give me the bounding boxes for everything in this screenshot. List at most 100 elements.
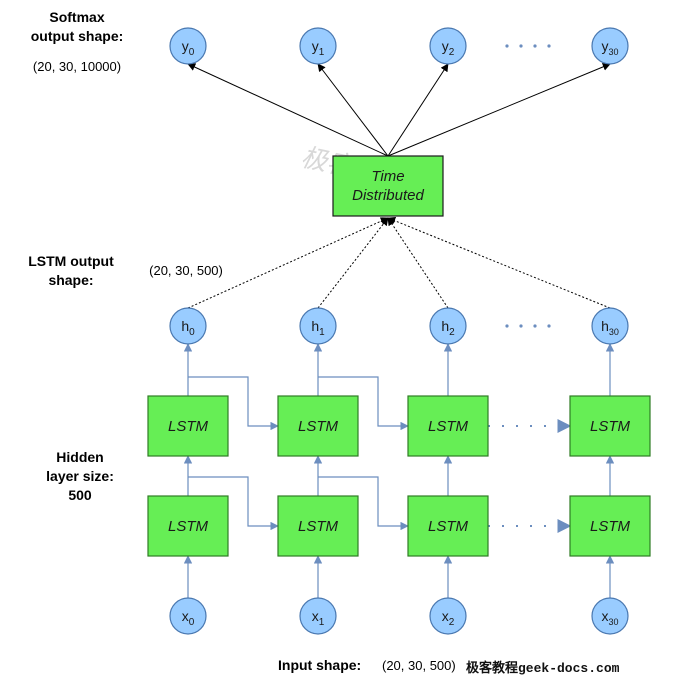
softmax-title-line2: output shape: — [31, 28, 124, 44]
input-node-x0-label: x0 — [182, 608, 195, 628]
output-node-y2-circle — [429, 27, 467, 65]
hidden-title-line1: Hidden — [56, 449, 103, 465]
output-node-y0-label: y0 — [182, 38, 195, 58]
lstm-layer2-cell-0: LSTM — [147, 395, 229, 457]
lstm-layer2-cell-3-rect — [569, 395, 651, 457]
lstm-layer2-cell-0-label: LSTM — [168, 418, 209, 435]
input-shape-value: (20, 30, 500) — [382, 658, 456, 673]
hidden-node-h2: h2 — [429, 307, 467, 345]
edge-hidden-to-td — [387, 216, 611, 309]
hidden-title-line3: 500 — [68, 487, 92, 503]
input-node-x0: x0 — [169, 597, 207, 635]
input-node-x2: x2 — [429, 597, 467, 635]
lstm-output-title-line1: LSTM output — [28, 253, 114, 269]
hidden-node-h2-circle — [429, 307, 467, 345]
lstm-layer1-cell-3: LSTM — [569, 495, 651, 557]
lstm-layer1-cell-0-rect — [147, 495, 229, 557]
output-node-y0: y0 — [169, 27, 207, 65]
edge-recurrent — [318, 476, 409, 531]
edge-hidden-to-td — [317, 217, 389, 309]
lstm-layer2-cell-3-label: LSTM — [590, 418, 631, 435]
hidden-node-h0-label: h0 — [181, 318, 195, 338]
output-node-y0-circle — [169, 27, 207, 65]
ellipsis-dot — [519, 44, 523, 48]
time-distributed-line2: Distributed — [352, 187, 424, 204]
lstm-output-label: LSTM output shape: (20, 30, 500) — [28, 253, 223, 288]
lstm-layer2-cell-0-rect — [147, 395, 229, 457]
lstm-layer1-cell-0: LSTM — [147, 495, 229, 557]
input-node-x1-label: x1 — [312, 608, 325, 628]
edge-recurrent — [318, 376, 409, 431]
lstm-output-title-line2: shape: — [48, 272, 93, 288]
lstm-layer1-cell-1-rect — [277, 495, 359, 557]
hidden-node-h30-label: h30 — [601, 318, 619, 337]
edge-td-to-output — [387, 63, 611, 157]
shapes-layer: y0 y1 y2 y30 h0 h1 h2 h30 x0 x1 x2 x30 LSTM LSTM LSTM L… — [147, 27, 651, 635]
softmax-shape: (20, 30, 10000) — [33, 59, 121, 74]
input-shape-label: Input shape: (20, 30, 500) — [278, 657, 456, 673]
lstm-layer1-cell-3-label: LSTM — [590, 518, 631, 535]
ellipsis-dot — [505, 44, 509, 48]
input-node-x30-label: x30 — [601, 608, 618, 627]
output-node-y30-label: y30 — [601, 38, 618, 57]
lstm-layer2-cell-1: LSTM — [277, 395, 359, 457]
output-node-y2-label: y2 — [442, 38, 455, 58]
lstm-layer1-cell-3-rect — [569, 495, 651, 557]
brand-watermark: 极客教程geek-docs.com — [466, 660, 620, 676]
edge-hidden-to-td — [387, 217, 449, 309]
ellipsis-dot — [519, 324, 523, 328]
output-node-y30-circle — [591, 27, 629, 65]
input-node-x1-circle — [299, 597, 337, 635]
output-node-y30: y30 — [591, 27, 629, 65]
ellipsis-dot — [533, 324, 537, 328]
input-node-x2-label: x2 — [442, 608, 455, 628]
lstm-layer2-cell-1-rect — [277, 395, 359, 457]
lstm-layer2-cell-2-label: LSTM — [428, 418, 469, 435]
input-node-x0-circle — [169, 597, 207, 635]
output-node-y1-label: y1 — [312, 38, 325, 58]
hidden-node-h1: h1 — [299, 307, 337, 345]
lstm-layer2-cell-1-label: LSTM — [298, 418, 339, 435]
hidden-size-label: Hidden layer size: 500 — [46, 449, 114, 503]
hidden-node-h1-label: h1 — [311, 318, 325, 338]
lstm-layer2-cell-3: LSTM — [569, 395, 651, 457]
lstm-output-shape: (20, 30, 500) — [149, 263, 223, 278]
edge-recurrent — [188, 376, 279, 431]
lstm-layer2-cell-2-rect — [407, 395, 489, 457]
input-node-x2-circle — [429, 597, 467, 635]
hidden-node-h0-circle — [169, 307, 207, 345]
time-distributed-rect — [332, 155, 444, 217]
lstm-layer1-cell-1-label: LSTM — [298, 518, 339, 535]
edge-td-to-output — [387, 63, 449, 157]
hidden-node-h30-circle — [591, 307, 629, 345]
hidden-node-h1-circle — [299, 307, 337, 345]
brand-backdrop — [463, 655, 663, 679]
edge-recurrent — [188, 476, 279, 531]
lstm-layer1-cell-0-label: LSTM — [168, 518, 209, 535]
edges-layer — [183, 44, 615, 598]
hidden-node-h0: h0 — [169, 307, 207, 345]
ellipsis-dot — [505, 324, 509, 328]
input-shape-title: Input shape: — [278, 657, 361, 673]
input-node-x1: x1 — [299, 597, 337, 635]
hidden-node-h30: h30 — [591, 307, 629, 345]
input-node-x30-circle — [591, 597, 629, 635]
lstm-layer1-cell-2-label: LSTM — [428, 518, 469, 535]
lstm-layer1-cell-1: LSTM — [277, 495, 359, 557]
lstm-layer2-cell-2: LSTM — [407, 395, 489, 457]
output-node-y2: y2 — [429, 27, 467, 65]
ellipsis-dot — [547, 44, 551, 48]
ellipsis-dot — [533, 44, 537, 48]
hidden-title-line2: layer size: — [46, 468, 114, 484]
time-distributed-line1: Time — [371, 168, 404, 185]
input-node-x30: x30 — [591, 597, 629, 635]
edge-td-to-output — [317, 63, 389, 157]
hidden-node-h2-label: h2 — [441, 318, 455, 338]
softmax-label: Softmax output shape: (20, 30, 10000) — [31, 9, 124, 74]
edge-td-to-output — [187, 63, 389, 157]
ellipsis-dot — [547, 324, 551, 328]
lstm-layer1-cell-2-rect — [407, 495, 489, 557]
edge-hidden-to-td — [187, 217, 389, 309]
